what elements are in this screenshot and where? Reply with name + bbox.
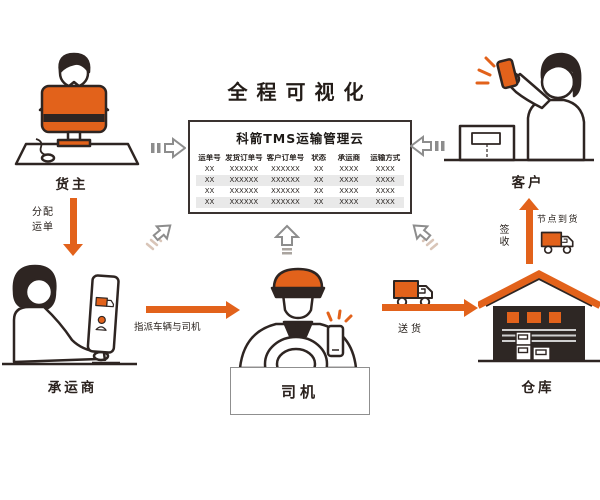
table-cell: XXXX — [339, 188, 359, 195]
flow-arrow-sign — [526, 210, 533, 264]
table-header-cell: 运输方式 — [370, 153, 401, 162]
dispatch-label-line1: 分配 — [32, 207, 54, 218]
table-cell: XX — [313, 188, 324, 195]
flow-arrow-assign-head — [226, 301, 240, 319]
table-cell: XXXXXX — [271, 177, 300, 184]
table-cell: XXXX — [339, 166, 359, 173]
sign-label: 签收 — [497, 224, 508, 248]
driver-label-box: 司机 — [230, 367, 370, 415]
table-cell: XXXXXX — [229, 188, 259, 195]
table-header-cell: 运单号 — [198, 153, 221, 162]
sync-arrow-up-icon — [274, 224, 300, 256]
warehouse-figure — [478, 270, 600, 366]
table-cell: XXXXXX — [229, 177, 259, 184]
table-cell: XX — [204, 199, 215, 206]
sync-arrow-upright-icon — [144, 218, 178, 252]
table-cell: XXXX — [339, 177, 359, 184]
table-title: 科箭TMS运输管理云 — [236, 131, 364, 146]
dispatch-label-line2: 运单 — [32, 222, 54, 233]
flow-arrow-sign-head — [519, 198, 539, 210]
table-cell: XXXXXX — [229, 199, 259, 206]
table-cell: XX — [204, 166, 215, 173]
page-title: 全程可视化 — [227, 80, 373, 104]
table-cell: XXXX — [375, 166, 395, 173]
flow-arrow-dispatch — [70, 198, 77, 244]
sync-arrow-upleft-icon — [406, 218, 440, 252]
table-cell: XX — [313, 177, 324, 184]
table-cell: XXXXXX — [271, 166, 300, 173]
flow-arrow-deliver — [382, 304, 464, 311]
table-cell: XX — [204, 177, 215, 184]
shipper-label: 货主 — [55, 177, 89, 193]
driver-label: 司机 — [280, 382, 319, 401]
table-cell: XXXXXX — [271, 199, 300, 206]
table-cell: XXXXXX — [271, 188, 300, 195]
carrier-figure — [2, 262, 137, 370]
table-cell: XXXX — [375, 177, 395, 184]
table-header-cell: 状态 — [311, 153, 327, 162]
arrival-label: 节点到货 — [537, 215, 580, 225]
shipper-figure — [12, 52, 142, 170]
warehouse-label: 仓库 — [521, 380, 555, 396]
table-cell: XXXX — [375, 188, 395, 195]
customer-label: 客户 — [511, 175, 545, 191]
deliver-label: 送货 — [398, 324, 424, 335]
flow-arrow-deliver-head — [464, 299, 478, 317]
table-cell: XX — [204, 188, 215, 195]
flow-arrow-assign — [146, 306, 226, 313]
carrier-label: 承运商 — [47, 380, 98, 396]
table-cell: XX — [313, 199, 324, 206]
sync-arrow-right-icon — [150, 136, 186, 160]
table-header-row: 运单号发货订单号客户订单号状态 承运商运输方式 — [196, 151, 404, 164]
dispatch-label: 分配 运单 — [32, 205, 54, 235]
table-header-cell: 发货订单号 — [225, 153, 263, 162]
flow-arrow-dispatch-head — [63, 244, 83, 256]
table-cell: XXXX — [375, 199, 395, 206]
table-cell: XXXX — [339, 199, 359, 206]
table-header-cell: 客户订单号 — [266, 153, 305, 162]
sync-arrow-left-icon — [410, 134, 446, 158]
table-header-cell: 承运商 — [337, 153, 361, 162]
truck-small-icon — [540, 228, 576, 255]
table-cell: XX — [313, 166, 324, 173]
table-cell: XXXXXX — [229, 166, 259, 173]
driver-figure — [234, 264, 364, 368]
assign-label: 指派车辆与司机 — [134, 322, 201, 333]
customer-figure — [444, 46, 594, 174]
